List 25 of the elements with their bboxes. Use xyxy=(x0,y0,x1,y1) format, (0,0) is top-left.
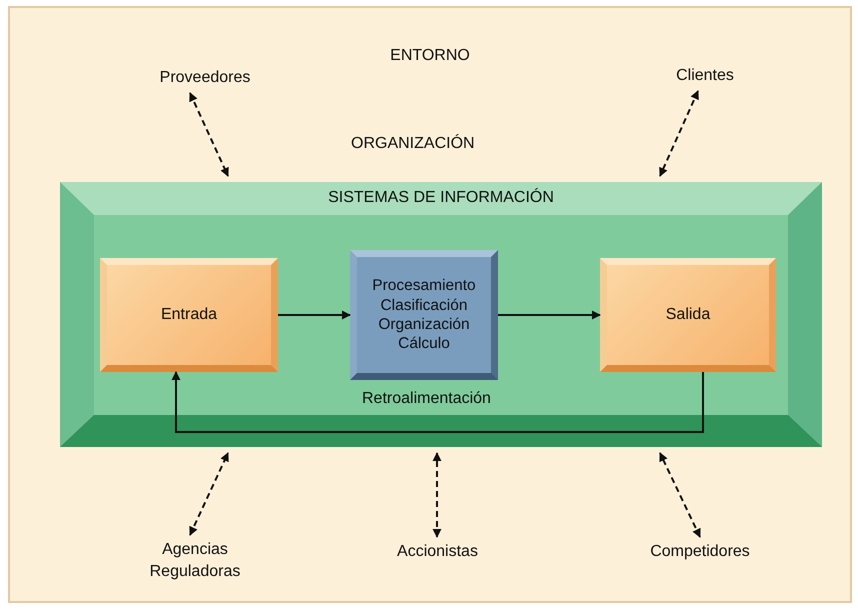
stakeholder-name: Competidores xyxy=(650,542,750,562)
process-box xyxy=(100,258,278,372)
system-panel xyxy=(60,182,822,447)
box-text: Procesamiento Clasificación Organización Cálculo xyxy=(371,276,477,354)
environment-title: ENTORNO xyxy=(389,46,471,66)
dashed-arrow xyxy=(189,92,229,177)
organization-label: ORGANIZACIÓN xyxy=(351,135,475,153)
dashed-arrow xyxy=(432,452,442,538)
stakeholder-name: Proveedores xyxy=(160,68,250,88)
box-text: Salida xyxy=(666,304,710,325)
edge-label: Retroalimentación xyxy=(362,390,491,408)
panel-title: SISTEMAS DE INFORMACIÓN xyxy=(327,188,555,208)
process-box xyxy=(600,258,776,372)
stakeholder-name: Clientes xyxy=(676,66,734,86)
arrow xyxy=(278,310,351,320)
box-text: Entrada xyxy=(160,304,218,325)
environment-frame xyxy=(8,6,852,603)
stakeholder-name: Agencias Reguladoras xyxy=(148,540,242,582)
dashed-arrow xyxy=(659,90,699,177)
dashed-arrow xyxy=(189,452,229,536)
process-box xyxy=(350,250,498,380)
arrow xyxy=(172,371,704,433)
dashed-arrow xyxy=(659,452,701,538)
arrow xyxy=(498,310,601,320)
stakeholder-name: Accionistas xyxy=(397,542,478,562)
